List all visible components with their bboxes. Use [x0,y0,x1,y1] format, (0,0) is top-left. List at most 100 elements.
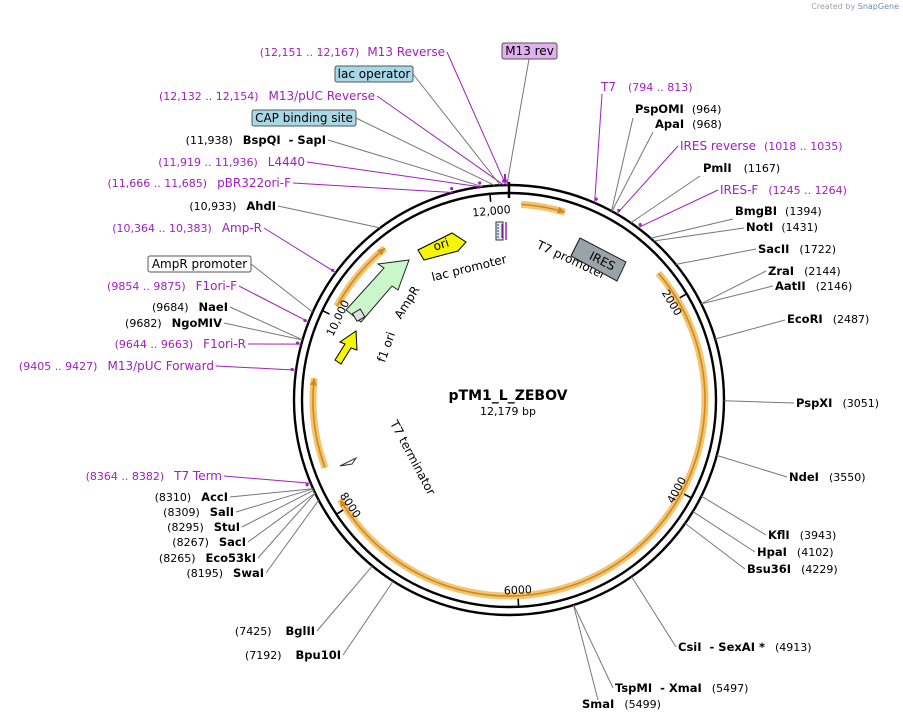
feature-label-ires-reverse: IRES reverse(1018 .. 1035) [680,139,843,153]
feature-dot-29 [594,197,598,201]
orf-arrowhead-0 [557,206,565,214]
orf-arrowhead-3 [377,248,385,256]
t7-terminator-label: T7 terminator [387,417,439,497]
feature-label-ires-f: IRES-F(1245 .. 1264) [720,183,847,197]
feature-label-amp-r: (10,364 .. 10,383)Amp-R [112,221,262,235]
label-line-18 [316,565,373,632]
lac-promoter-glyph [495,221,507,241]
label-line-42 [412,73,501,186]
feature-dot-38 [295,341,300,345]
site-label-swai: (8195)SwaI [186,566,264,580]
label-line-20 [257,492,316,559]
label-line-12 [692,511,756,553]
tick-5 [489,193,492,202]
feature-label-m13-reverse: (12,151 .. 12,167)M13 Reverse [260,45,445,59]
site-label-tspmi-xmai: TspMI - XmaI(5497) [615,681,748,695]
site-label-naei: (9684)NaeI [152,300,228,314]
label-line-26 [229,306,303,341]
label-line-28 [327,139,483,188]
site-label-sacii: SacII(1722) [758,242,836,256]
label-line-22 [241,489,315,528]
label-line-2 [630,175,701,224]
tick-4 [321,309,330,315]
label-line-13 [684,522,746,570]
site-label-pspxi: PspXI(3051) [796,396,879,410]
site-label-ecori: EcoRI(2487) [787,312,869,326]
label-line-10 [716,454,788,478]
plasmid-name: pTM1_L_ZEBOV [449,388,568,404]
feature-label-f1ori-r: (9644 .. 9663)F1ori-R [115,337,246,351]
feature-dot-37 [303,318,307,323]
site-label-apai: ApaI(968) [655,117,722,131]
feature-label-m13puc-reverse: (12,132 .. 12,154)M13/pUC Reverse [159,89,375,103]
site-label-noti: NotI(1431) [746,220,818,234]
label-line-1 [611,131,654,212]
site-label-hpai: HpaI(4102) [757,545,833,559]
label-line-40 [223,475,311,484]
label-line-6 [700,270,767,305]
feature-dot-30 [617,208,621,213]
tick-1 [683,493,692,499]
feature-dot-34 [478,181,482,185]
feature-dot-39 [290,367,294,372]
orf-arrowhead-2 [309,378,317,386]
feature-dot-36 [331,268,335,272]
credit: Created by SnapGene [811,2,899,11]
label-line-43 [355,117,495,186]
snapgene-brand: SnapGene [857,2,899,11]
label-line-15 [573,604,614,689]
label-line-41 [506,58,530,186]
label-line-34 [306,161,481,188]
f1-ori-feature: f1 ori [334,330,398,365]
label-line-31 [637,189,719,229]
site-label-bsu36i: Bsu36I(4229) [747,562,838,576]
label-line-39 [215,365,297,371]
box-label-lac-operator: lac operator [334,65,414,83]
plasmid-size: 12,179 bp [480,405,536,418]
orf-layer [309,200,709,600]
site-label-bspqi-sapi: (11,938)BspQI - SapI [186,133,326,147]
site-label-bpu10i: (7192)Bpu10I [245,648,341,662]
site-label-stui: (8295)StuI [167,520,240,534]
t7-terminator-glyph [339,456,358,467]
box-label-m13-rev: M13 rev [501,42,558,60]
box-label-ampr-promoter: AmpR promoter [147,255,252,273]
label-line-24 [229,488,314,498]
site-label-ahdi: (10,933)AhdI [189,199,276,213]
site-label-ngomiv: (9682)NgoMIV [125,316,222,330]
svg-text:f1 ori: f1 ori [374,330,398,364]
label-line-29 [594,93,603,203]
feature-dot-31 [638,223,642,227]
label-line-17 [342,580,394,656]
label-line-14 [631,576,677,648]
ori-feature: ori [417,232,467,261]
label-line-37 [238,285,309,323]
tick-3 [335,509,344,516]
small-grey-box [351,308,366,323]
label-line-21 [247,492,316,543]
label-line-7 [701,285,774,305]
feature-label-t7-term: (8364 .. 8382)T7 Term [86,469,222,483]
orf-arrow-1 [339,272,706,597]
label-line-32 [446,51,507,186]
label-line-8 [715,319,786,340]
feature-label-t7: T7(794 .. 813) [600,80,693,94]
tick-0 [679,293,688,299]
svg-text:M13 rev: M13 rev [505,44,554,58]
svg-text:CAP binding site: CAP binding site [255,111,353,125]
label-line-16 [573,604,599,701]
tick-label-5: 12,000 [472,203,512,219]
label-line-11 [701,495,767,536]
box-label-cap-binding-site: CAP binding site [251,109,357,127]
feature-dot-35 [450,187,454,191]
feature-label-f1ori-f: (9854 .. 9875)F1ori-F [107,279,237,293]
site-label-bglii: (7425)BglII [235,624,315,638]
orf-arrow-2 [312,378,326,469]
label-line-27 [277,205,381,229]
site-label-ndei: NdeI(3550) [789,470,866,484]
label-line-35 [292,182,453,193]
tick-label-2: 6000 [504,583,533,597]
feature-dot-40 [305,483,309,487]
site-label-csii-sexai: CsiI - SexAI *(4913) [678,640,812,654]
label-line-25 [223,322,303,341]
